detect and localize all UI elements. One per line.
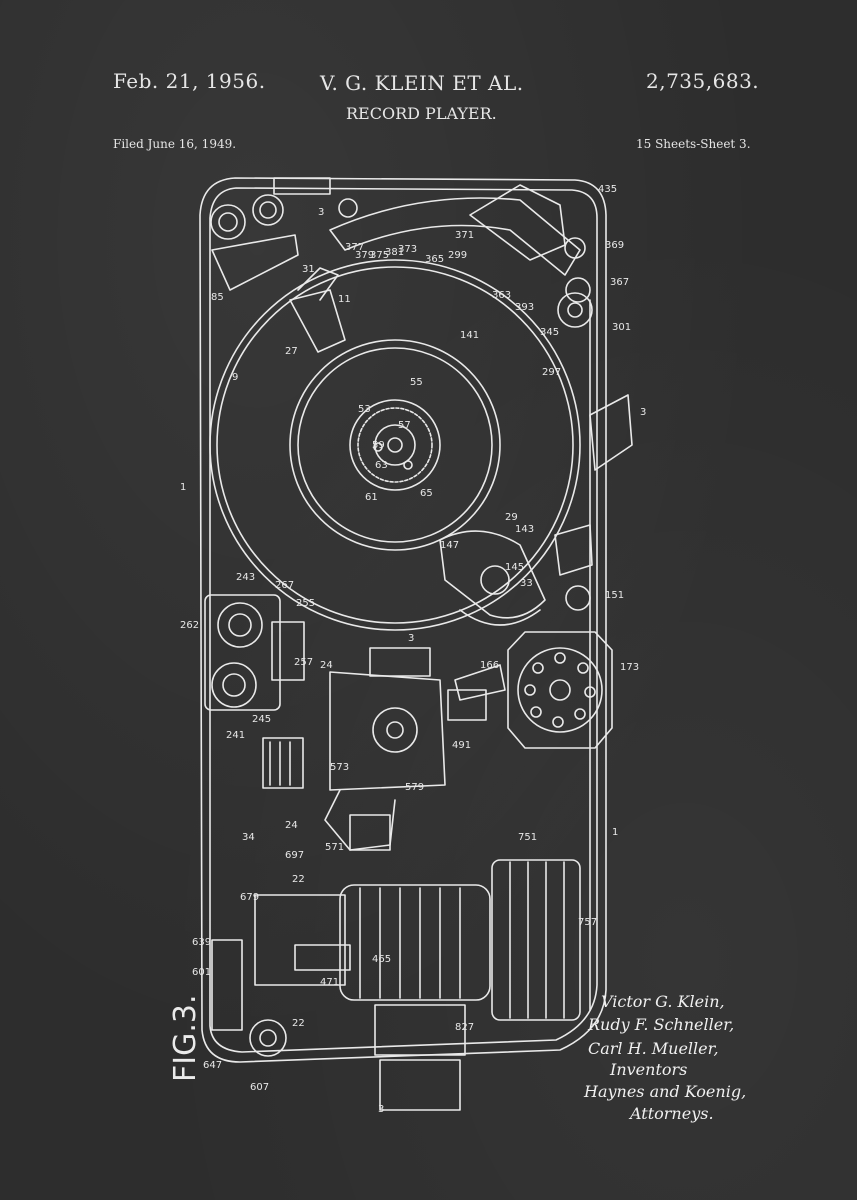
patent-title: RECORD PLAYER. [346,104,497,123]
figure-label: FIG.3. [168,994,203,1082]
ref-679: 679 [240,892,259,903]
ref-65: 65 [420,488,433,499]
ref-53: 53 [358,404,371,415]
ref-1-right: 1 [612,827,618,838]
ref-59: 59 [372,440,385,451]
ref-255: 255 [296,598,315,609]
ref-143: 143 [515,524,534,535]
ref-471: 471 [320,977,339,988]
ref-24-upper: 24 [320,660,333,671]
ref-257: 257 [294,657,313,668]
ref-465: 465 [372,954,391,965]
ref-751: 751 [518,832,537,843]
ref-33: 33 [520,578,533,589]
ref-697: 697 [285,850,304,861]
ref-63: 63 [375,460,388,471]
ref-22-upper: 22 [292,874,305,885]
reference-numerals: 1 1 3 3 3 3 9 11 27 29 31 33 53 55 57 59… [180,184,646,1115]
ref-173: 173 [620,662,639,673]
pickup-assembly [439,524,593,626]
ref-571: 571 [325,842,344,853]
change-mechanism [262,647,506,851]
ref-601: 601 [192,967,211,978]
signature-line-4: Inventors [610,1060,688,1079]
ref-367: 367 [610,277,629,288]
ref-243: 243 [236,572,255,583]
ref-57: 57 [398,420,411,431]
signature-line-5: Haynes and Koenig, [584,1082,747,1101]
ref-3-top: 3 [318,207,324,218]
tone-arm [289,184,593,353]
signature-line-3: Carl H. Mueller, [588,1039,719,1058]
ref-24-lower: 24 [285,820,298,831]
signature-line-6: Attorneys. [630,1104,714,1123]
ref-141: 141 [460,330,479,341]
ref-345: 345 [540,327,559,338]
ref-61: 61 [365,492,378,503]
patent-date: Feb. 21, 1956. [113,69,266,93]
patent-inventors: V. G. KLEIN ET AL. [320,71,524,95]
capacitor [491,859,581,1021]
signature-line-2: Rudy F. Schneller, [588,1015,735,1034]
ref-579: 579 [405,782,424,793]
ref-491: 491 [452,740,471,751]
sheet-count: 15 Sheets-Sheet 3. [636,137,751,151]
ref-827: 827 [455,1022,474,1033]
ref-365: 365 [425,254,444,265]
ref-363: 363 [492,290,511,301]
ref-55: 55 [410,377,423,388]
ref-147: 147 [440,540,459,551]
ref-607: 607 [250,1082,269,1093]
ref-27: 27 [285,346,298,357]
ref-245: 245 [252,714,271,725]
selector-controls [204,594,305,711]
ref-573: 573 [330,762,349,773]
power-switch [211,939,287,1057]
ref-297: 297 [542,367,561,378]
ref-301: 301 [612,322,631,333]
ref-3-bracket: 3 [640,407,646,418]
ref-1-left: 1 [180,482,186,493]
ref-379: 379 [355,250,374,261]
ref-647: 647 [203,1060,222,1071]
ref-371: 371 [455,230,474,241]
ref-393: 393 [515,302,534,313]
ref-22-lower: 22 [292,1018,305,1029]
ref-11: 11 [338,294,351,305]
ref-373: 373 [398,244,417,255]
ref-34: 34 [242,832,255,843]
patent-number: 2,735,683. [646,69,760,93]
ref-377: 377 [345,242,364,253]
filed-date: Filed June 16, 1949. [113,137,237,151]
ref-435: 435 [598,184,617,195]
ref-29: 29 [505,512,518,523]
volume-knobs [210,177,331,291]
ref-31: 31 [302,264,315,275]
main-motor [254,884,491,1111]
ref-3-mid: 3 [408,633,414,644]
ref-166: 166 [480,660,499,671]
ref-375: 375 [370,250,389,261]
ref-151: 151 [605,590,624,601]
ref-299: 299 [448,250,467,261]
ref-262: 262 [180,620,199,631]
ref-241: 241 [226,730,245,741]
drive-motor-plate [507,631,613,749]
ref-267: 267 [275,580,294,591]
signature-line-1: Victor G. Klein, [601,992,725,1011]
ref-3-bottom: 3 [378,1104,384,1115]
ref-639: 639 [192,937,211,948]
ref-757: 757 [578,917,597,928]
ref-9: 9 [232,372,238,383]
ref-381: 381 [385,247,404,258]
ref-85: 85 [211,292,224,303]
ref-369: 369 [605,240,624,251]
mounting-bracket [589,394,633,471]
ref-145: 145 [505,562,524,573]
turntable-platter [209,259,581,631]
